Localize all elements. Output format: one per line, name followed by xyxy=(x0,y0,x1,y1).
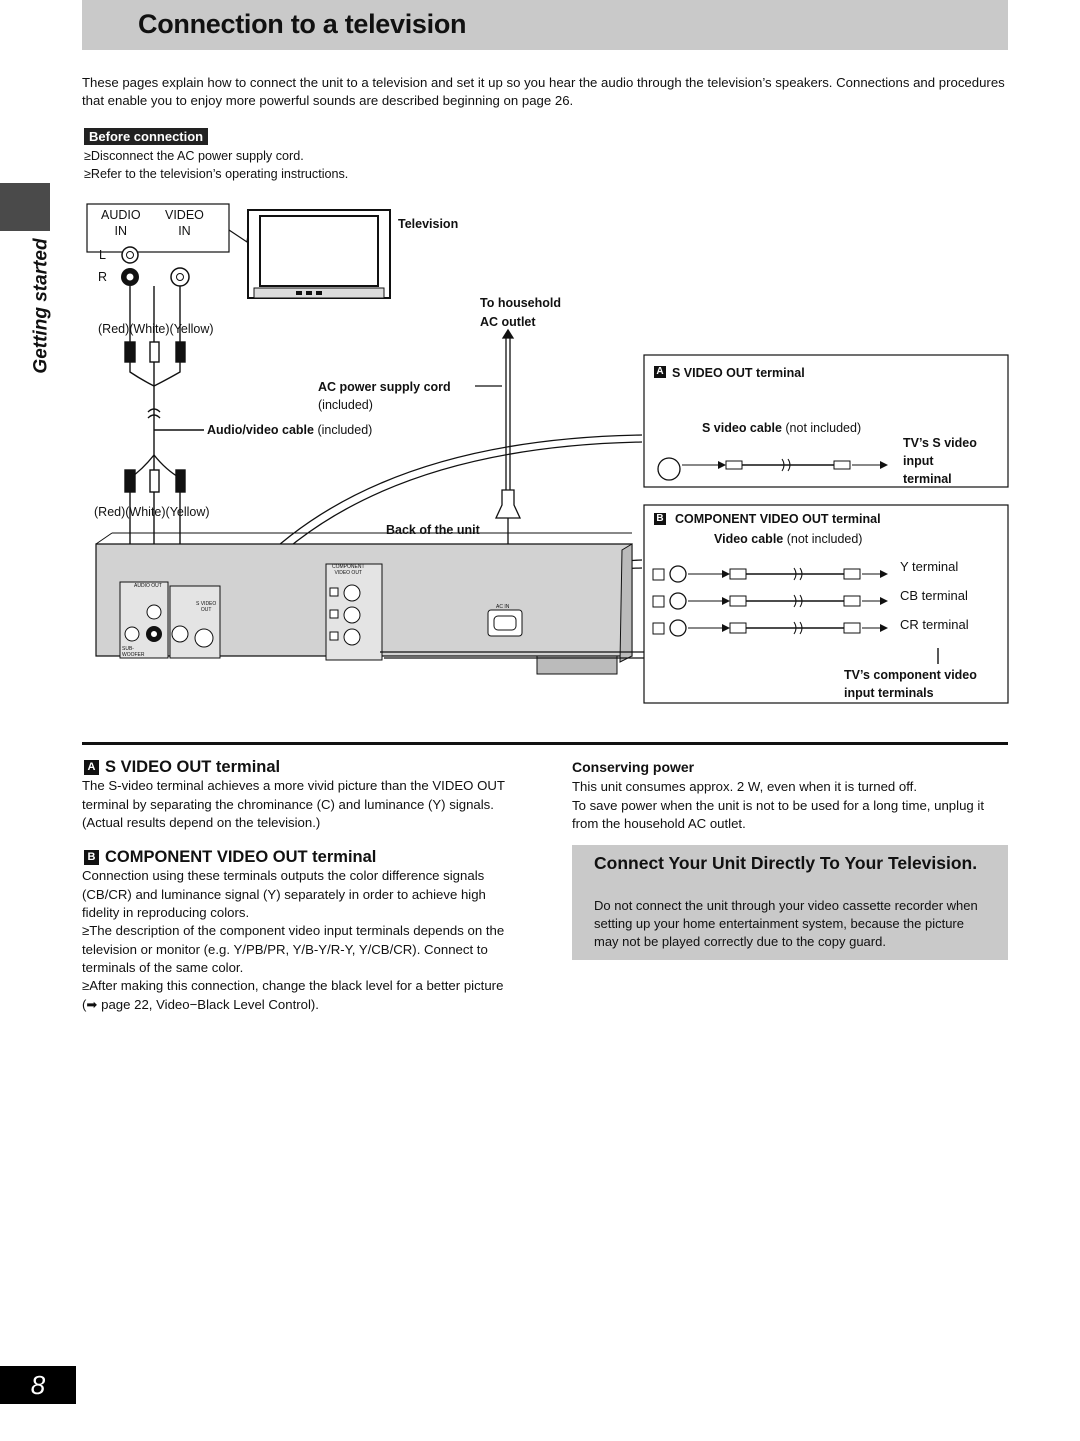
conserving-power-heading: Conserving power xyxy=(572,759,695,775)
section-a-letter: A xyxy=(84,760,99,775)
av-cable-label: Audio/video cable (included) xyxy=(207,423,373,437)
ac-outlet-label: AC outlet xyxy=(480,315,536,329)
audio-out-small-label: AUDIO OUT xyxy=(134,583,162,589)
television-label: Television xyxy=(398,217,459,231)
unit-ac-inlet xyxy=(487,609,523,637)
box-b-letter: B xyxy=(656,513,664,524)
tv-svideo-label: TV’s S video input terminal xyxy=(903,436,977,486)
direct-connect-panel: Connect Your Unit Directly To Your Telev… xyxy=(572,845,1008,960)
ac-cord-label: AC power supply cord xyxy=(318,380,451,394)
y-terminal-label: Y terminal xyxy=(900,559,959,574)
before-connection-badge: Before connection xyxy=(84,128,209,145)
unit-component-cb xyxy=(343,606,361,624)
ac-in-small-label: AC IN xyxy=(496,604,510,610)
box-a-svideo xyxy=(643,354,1009,488)
video-cable-label: Video cable (not included) xyxy=(714,532,863,546)
title-bar: Connection to a television xyxy=(82,0,1008,50)
component-row-cr xyxy=(652,619,888,637)
section-b-text: Connection using these terminals outputs… xyxy=(82,868,486,920)
direct-connect-title: Connect Your Unit Directly To Your Telev… xyxy=(594,853,978,873)
box-a-letter: A xyxy=(656,366,664,377)
ac-cord-included: (included) xyxy=(318,398,373,412)
video-in-label: VIDEO IN xyxy=(165,208,204,238)
television-illustration xyxy=(247,209,391,299)
component-small-label: COMPONENT VIDEO OUT xyxy=(332,564,365,576)
box-b-title: COMPONENT VIDEO OUT terminal xyxy=(675,512,881,526)
subwoofer-small-label: SUB- WOOFER xyxy=(122,646,145,658)
l-label: L xyxy=(99,248,106,262)
cb-terminal-label: CB terminal xyxy=(900,588,968,603)
section-divider xyxy=(82,742,1008,745)
tv-component-label: TV’s component video input terminals xyxy=(844,668,977,700)
svideo-small-label: S VIDEO OUT xyxy=(196,601,217,613)
before-item-1: ≥Disconnect the AC power supply cord. xyxy=(84,149,304,163)
section-b-letter: B xyxy=(84,850,99,865)
connection-diagram xyxy=(86,203,1009,704)
section-b-bullet-1: ≥The description of the component video … xyxy=(82,923,505,975)
side-label: Getting started xyxy=(18,238,58,375)
av-cable-top xyxy=(124,286,204,640)
unit-svideo-jack xyxy=(194,628,214,648)
unit-back-panel xyxy=(95,532,682,675)
component-row-y xyxy=(652,565,888,583)
side-tab-marker xyxy=(0,183,50,231)
svideo-out-jack xyxy=(657,457,681,481)
back-of-unit-label: Back of the unit xyxy=(386,523,480,537)
side-label-text: Getting started xyxy=(30,238,52,374)
unit-component-y xyxy=(343,584,361,602)
unit-component-cr xyxy=(343,628,361,646)
to-household-label: To household xyxy=(480,296,562,310)
cr-terminal-label: CR terminal xyxy=(900,617,969,632)
unit-audio-jack-1 xyxy=(146,604,162,620)
unit-subwoofer-jack xyxy=(124,626,140,642)
page-number: 8 xyxy=(0,1366,76,1404)
component-row-cb xyxy=(652,592,888,610)
colors-top-label: (Red)(White)(Yellow) xyxy=(98,322,214,336)
unit-video-jack xyxy=(171,625,189,643)
intro-paragraph: These pages explain how to connect the u… xyxy=(82,75,1005,108)
section-b-bullet-2: ≥After making this connection, change th… xyxy=(82,978,504,1012)
svideo-cable-label: S video cable (not included) xyxy=(702,421,862,435)
section-a-text: The S-video terminal achieves a more viv… xyxy=(82,778,505,830)
colors-bottom-label: (Red)(White)(Yellow) xyxy=(94,505,210,519)
r-label: R xyxy=(98,270,108,284)
before-item-2: ≥Refer to the television’s operating ins… xyxy=(84,167,349,181)
conserving-power-text: This unit consumes approx. 2 W, even whe… xyxy=(572,779,984,831)
page-title: Connection to a television xyxy=(138,9,467,39)
box-a-title: S VIDEO OUT terminal xyxy=(672,366,805,380)
ac-cord xyxy=(475,328,522,555)
audio-in-label: AUDIO IN xyxy=(101,208,141,238)
direct-connect-text: Do not connect the unit through your vid… xyxy=(594,898,978,949)
box-b-component xyxy=(643,504,1009,704)
tv-input-panel xyxy=(86,203,251,287)
